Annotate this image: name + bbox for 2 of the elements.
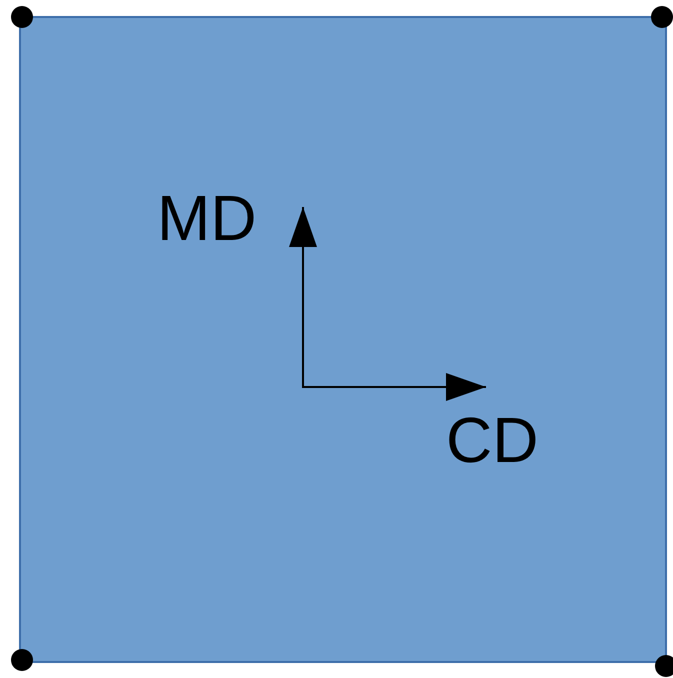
axis-label: CD <box>446 408 538 472</box>
axis-label: MD <box>157 186 257 250</box>
